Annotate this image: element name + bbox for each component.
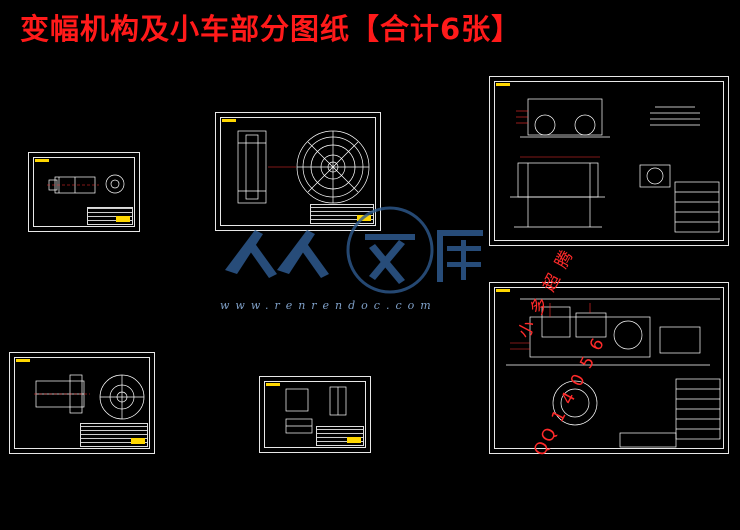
bracket-drawing-graphic [285,386,347,434]
trolley-assembly-graphic [510,98,720,233]
sheet-tag [16,359,30,362]
drawing-sheet-bracket[interactable] [259,376,371,453]
drawing-sheet-hub[interactable] [9,352,155,454]
drum-drawing-graphic [237,130,370,204]
sheet-tag [222,119,236,122]
drawing-sheet-drum[interactable] [215,112,381,231]
watermark-site-text: www.renrendoc.com [220,299,437,312]
hub-drawing-graphic [34,374,145,420]
page-title: 变幅机构及小车部分图纸【合计6张】 [20,12,522,46]
shaft-drawing-graphic [47,174,125,194]
sheet-tag [496,83,510,86]
drawing-sheet-shaft[interactable] [28,152,140,232]
luffing-assembly-graphic [506,298,721,448]
sheet-tag [496,289,510,292]
drawing-sheet-luffing-assembly[interactable] [489,282,729,454]
drawing-sheet-trolley-assembly[interactable] [489,76,729,246]
sheet-tag [266,383,280,386]
sheet-tag [35,159,49,162]
